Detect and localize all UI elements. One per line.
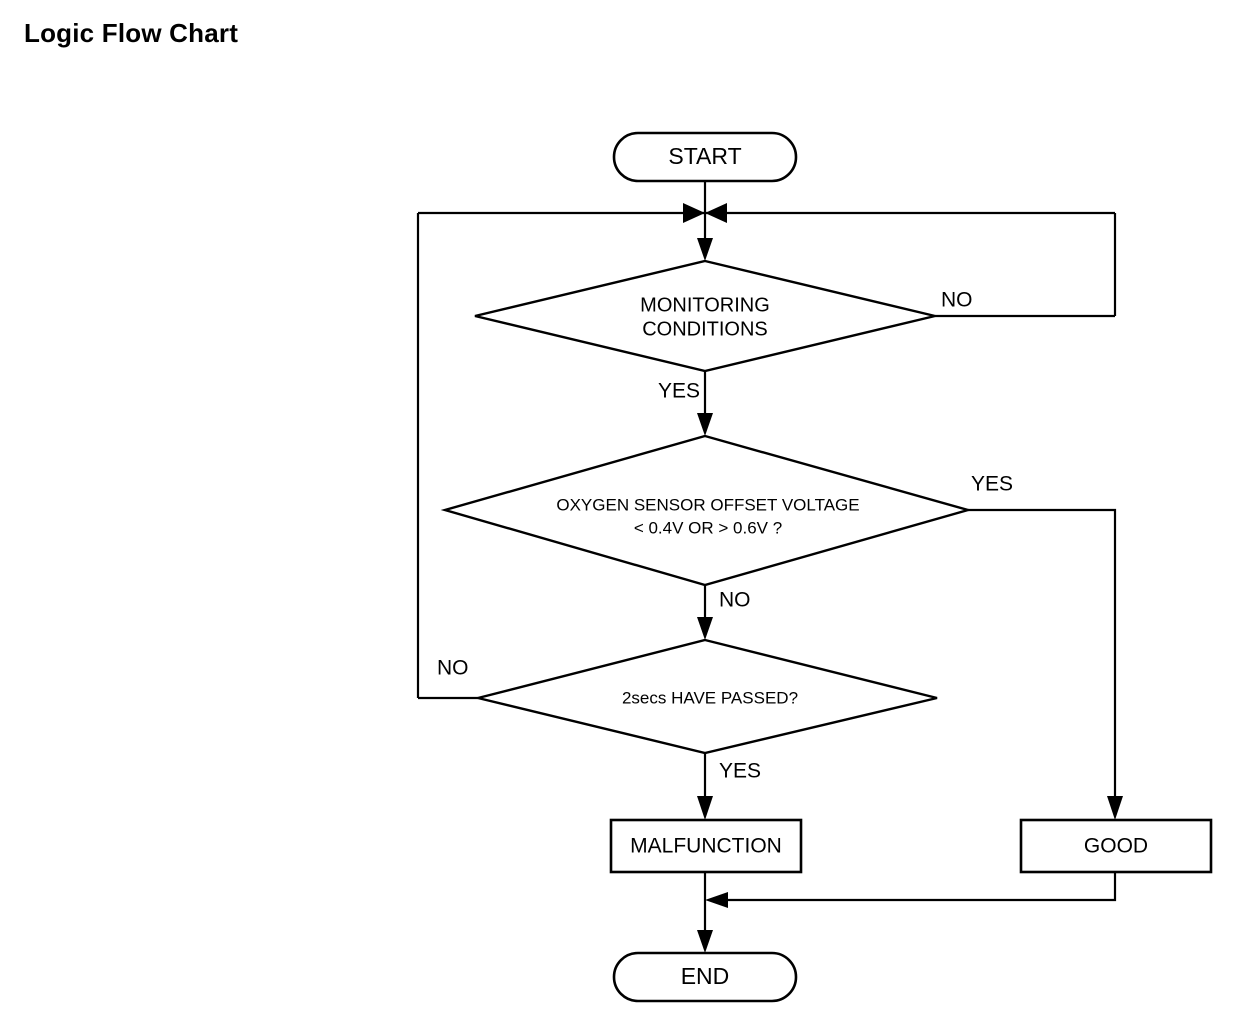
arrow-good-merge [705, 892, 728, 908]
edge-label-offset-yes: YES [971, 473, 1013, 496]
arrow-to-offset [697, 413, 713, 436]
node-end[interactable] [612, 951, 798, 1003]
arrow-to-end [697, 930, 713, 953]
edge-label-monitoring-yes: YES [658, 380, 700, 403]
node-good[interactable] [1019, 818, 1213, 874]
node-good-label: GOOD [1084, 835, 1148, 858]
node-monitoring-line2: CONDITIONS [642, 318, 768, 340]
node-offset-line2: < 0.4V OR > 0.6V ? [634, 518, 782, 537]
arrow-junction-from-left [683, 203, 705, 223]
node-malfunction-label: MALFUNCTION [630, 835, 782, 858]
edge-label-timer-yes: YES [719, 760, 761, 783]
node-start[interactable] [612, 131, 798, 183]
edge-label-offset-no: NO [719, 589, 751, 612]
arrow-to-monitoring [697, 238, 713, 261]
node-offset-line1: OXYGEN SENSOR OFFSET VOLTAGE [556, 495, 859, 514]
node-timer-label: 2secs HAVE PASSED? [622, 688, 798, 707]
page-title: Logic Flow Chart [24, 18, 239, 48]
arrow-to-good [1107, 796, 1123, 820]
arrow-to-timer [697, 617, 713, 640]
arrow-junction-from-right [705, 203, 727, 223]
node-oxygen-offset-voltage[interactable] [440, 434, 973, 587]
edge-label-monitoring-no: NO [941, 289, 973, 312]
edge-good-to-end [712, 872, 1117, 902]
node-end-label: END [681, 963, 730, 989]
edge-offset-yes [968, 508, 1117, 812]
node-2secs-have-passed[interactable] [477, 638, 938, 755]
arrow-to-malfunction [697, 796, 713, 820]
node-start-label: START [668, 143, 741, 169]
node-monitoring-conditions[interactable] [474, 259, 936, 373]
edge-label-timer-no: NO [437, 657, 469, 680]
node-monitoring-line1: MONITORING [640, 294, 770, 316]
node-malfunction[interactable] [609, 818, 803, 874]
